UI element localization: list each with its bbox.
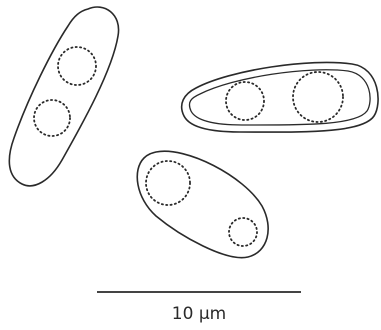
spore-upper-left — [9, 7, 118, 186]
guttule-lower — [34, 100, 70, 136]
spore-lower-wall — [137, 151, 268, 257]
guttule-right — [293, 72, 343, 122]
spore-lower — [137, 151, 268, 257]
scale-bar-label: 10 µm — [172, 304, 226, 324]
spore-right — [182, 62, 378, 132]
guttule-large — [146, 161, 190, 205]
guttule-left — [226, 82, 264, 120]
scale-bar: 10 µm — [97, 292, 301, 324]
guttule-small — [229, 218, 257, 246]
guttule-upper — [58, 47, 96, 85]
spore-upper-left-wall — [9, 7, 118, 186]
